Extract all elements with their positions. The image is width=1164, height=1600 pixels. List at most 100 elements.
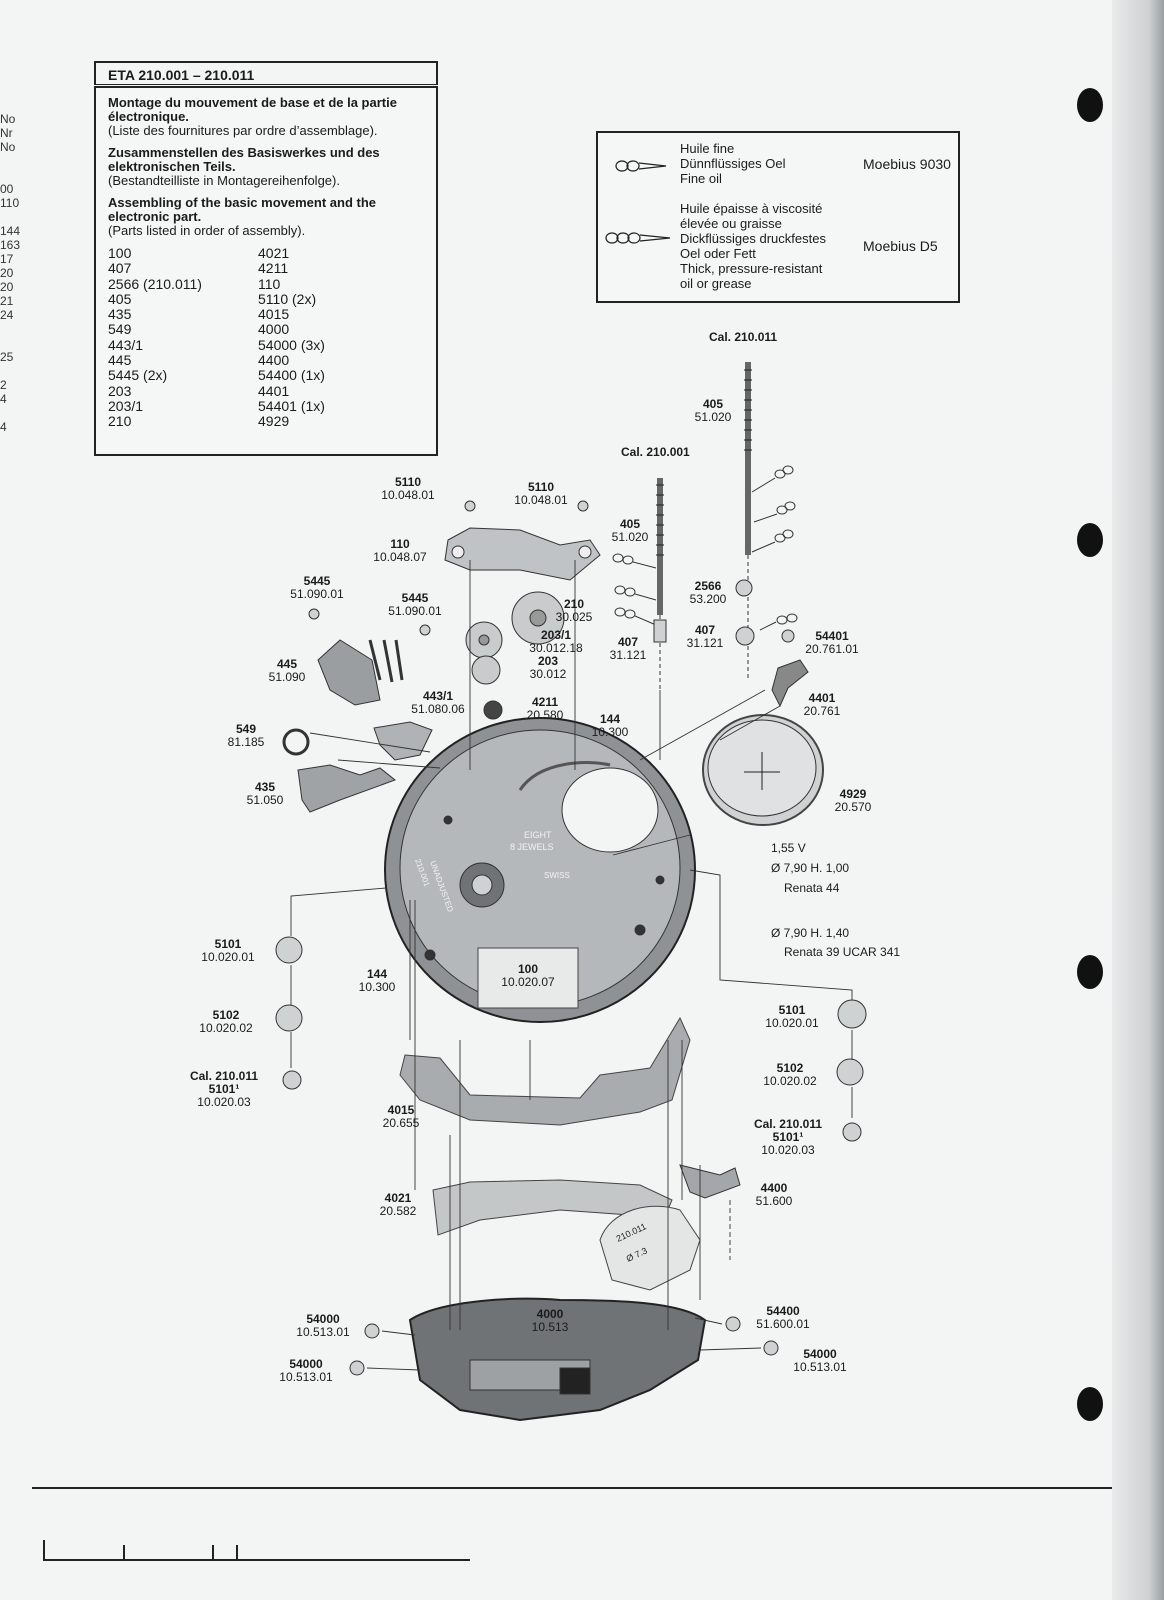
part-number: 4015 (387, 1103, 415, 1117)
part-code: 51.020 (611, 530, 649, 544)
parts-list-item: 405 (108, 290, 132, 307)
parts-list-item: 4401 (258, 382, 290, 399)
prev-page-fragment: 110 (0, 196, 20, 210)
prev-page-fragment: 17 (0, 252, 14, 266)
part-number: 144 (366, 967, 388, 981)
parts-list-item: 5110 (2x) (258, 290, 317, 307)
part-code: 10.300 (358, 980, 396, 994)
part-number: 54000 (306, 1312, 340, 1326)
parts-list-item: 203 (108, 382, 132, 399)
part-4431 (373, 721, 433, 761)
part-code: 10.048.01 (514, 493, 568, 507)
part-code: 31.121 (609, 648, 647, 662)
parts-list-item: 203/1 (108, 397, 144, 414)
lubrication-legend: Huile fine Dünnflüssiges Oel Fine oil Mo… (596, 131, 960, 303)
parts-list-item: 435 (108, 306, 132, 323)
special-screw-right-cal: Cal. 210.011 (753, 1117, 823, 1131)
screw-54000b (349, 1360, 365, 1376)
part-code: 51.090.01 (290, 587, 344, 601)
parts-list-item: 110 (258, 275, 281, 292)
part-number: 445 (276, 657, 298, 671)
part-code: 51.090 (268, 670, 306, 684)
part-code: 10.020.02 (199, 1021, 253, 1035)
part-number: 407 (617, 635, 639, 649)
part-number: 405 (619, 517, 641, 531)
part-code: 10.020.01 (765, 1016, 819, 1030)
prev-page-fragment: 144 (0, 224, 21, 238)
footer-rule (32, 1487, 1112, 1489)
part-code: 30.012 (529, 667, 567, 681)
thick-oil-product: Moebius D5 (863, 238, 938, 254)
part-number: 100 (517, 962, 539, 976)
part-number: 405 (702, 397, 724, 411)
german-instructions: Zusammenstellen des Basiswerkes und des … (108, 146, 426, 188)
part-code: 51.600.01 (756, 1317, 810, 1331)
prev-page-fragment: 4 (0, 420, 7, 434)
part-code: 30.012.18 (529, 641, 583, 655)
part-number: 203 (537, 654, 559, 668)
parts-list-item: 4400 (258, 352, 290, 369)
german-note: (Bestandteilliste in Montagereihenfolge)… (108, 173, 340, 188)
french-note: (Liste des fournitures par ordre d’assem… (108, 123, 378, 138)
part-number: 5101 (778, 1003, 806, 1017)
part-number: 5110 (527, 480, 555, 494)
part-number: 549 (235, 722, 257, 736)
part-code: 30.025 (555, 610, 593, 624)
part-code: 10.513.01 (296, 1325, 350, 1339)
parts-list-item: 4929 (258, 413, 290, 430)
part-number: 5445 (303, 574, 331, 588)
plate-engraving: SWISS (544, 871, 570, 880)
part-number: 54000 (803, 1347, 837, 1361)
parts-list-item: 4211 (258, 260, 289, 277)
prev-page-fragment: 2 (0, 378, 7, 392)
part-number: 443/1 (422, 689, 454, 703)
part-code: 10.020.01 (201, 950, 255, 964)
part-code: 10.513 (531, 1320, 569, 1334)
screw-5101a (275, 936, 303, 964)
part-number: 144 (599, 712, 621, 726)
stem-cal-210001 (656, 478, 664, 690)
prev-page-fragment: Nr (0, 126, 13, 140)
screw-5101-special-b (842, 1122, 862, 1142)
part-code: 20.580 (526, 708, 564, 722)
part-code: 51.090.01 (388, 604, 442, 618)
prev-page-fragment: 25 (0, 350, 14, 364)
parts-list-item: 54401 (1x) (258, 397, 325, 414)
part-code: 51.080.06 (411, 702, 465, 716)
binder-hole (1077, 955, 1103, 989)
part-number: 54000 (289, 1357, 323, 1371)
part-number: 4000 (536, 1307, 564, 1321)
part-code: 53.200 (689, 592, 727, 606)
part-number: 2566 (694, 579, 722, 593)
jewel-4211 (483, 700, 503, 720)
part-code: 10.048.01 (381, 488, 435, 502)
pinion-407a (653, 619, 667, 643)
part-number: 5102 (212, 1008, 240, 1022)
part-code: 20.570 (834, 800, 872, 814)
screw-5445b (419, 624, 431, 636)
parts-list-item: 54400 (1x) (258, 367, 325, 384)
parts-list-item: 2566 (210.011) (108, 275, 202, 292)
battery-dimension-1: Ø 7,90 H. 1,00 (771, 861, 850, 875)
special-screw-left: Cal. 210.011 5101¹ 10.020.03 (188, 1070, 260, 1109)
prev-page-fragment: 4 (0, 392, 7, 406)
part-number: 203/1 (540, 628, 572, 642)
part-number: 210 (563, 597, 585, 611)
fine-oil-en: Fine oil (680, 171, 722, 186)
oil-drop-icons (605, 160, 671, 244)
